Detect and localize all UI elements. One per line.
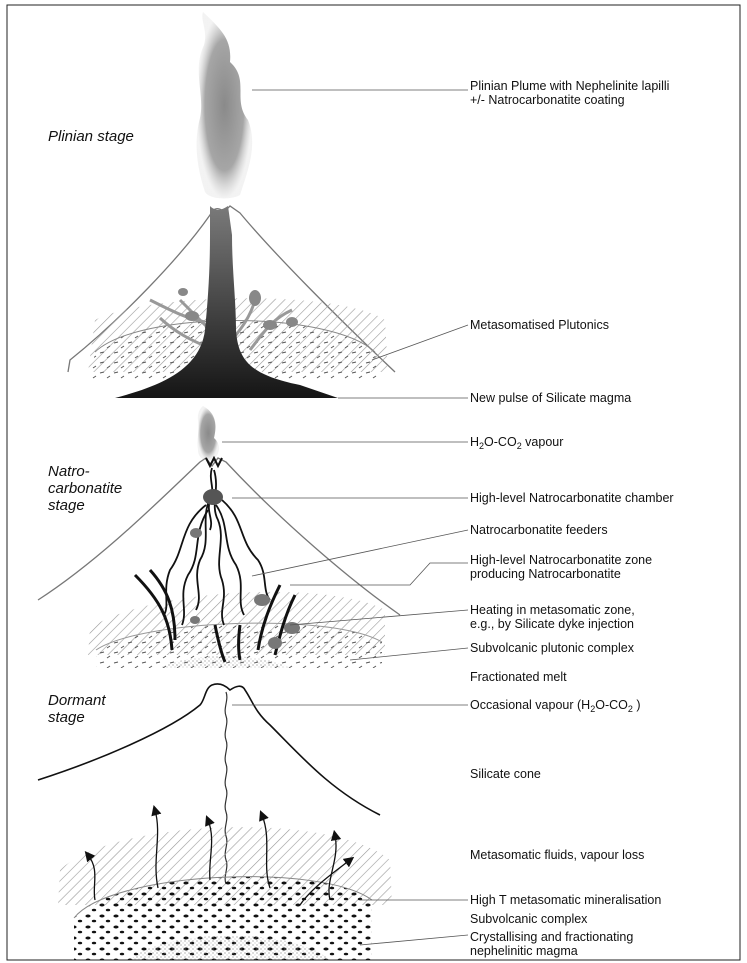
natro-vapour [197,406,219,461]
label-text: Occasional vapour (H [470,698,590,712]
label-metasomatised-plutonics: Metasomatised Plutonics [470,318,609,332]
label-text: O-CO [595,698,628,712]
label-fractionated-melt: Fractionated melt [470,670,567,684]
label-plinian-plume: Plinian Plume with Nephelinite lapilli +… [470,79,669,107]
stage-label-natrocarbonatite: Natro- carbonatite stage [48,463,122,514]
label-subvolcanic-complex: Subvolcanic complex [470,912,587,926]
natro-volcano [38,406,400,668]
label-line: e.g., by Silicate dyke injection [470,617,635,631]
label-subvolcanic-plutonic: Subvolcanic plutonic complex [470,641,634,655]
label-silicate-cone: Silicate cone [470,767,541,781]
label-line: +/- Natrocarbonatite coating [470,93,669,107]
label-text: vapour [522,435,564,449]
label-line: Heating in metasomatic zone, [470,603,635,617]
label-natro-feeders: Natrocarbonatite feeders [470,523,608,537]
stage-label-dormant: Dormant stage [48,692,106,726]
label-line: High-level Natrocarbonatite zone [470,553,652,567]
stage-label-line: Dormant [48,692,106,709]
label-heating: Heating in metasomatic zone, e.g., by Si… [470,603,635,631]
label-metasomatic-fluids: Metasomatic fluids, vapour loss [470,848,644,862]
label-line: producing Natrocarbonatite [470,567,652,581]
plume [197,12,253,198]
label-text: ) [633,698,641,712]
label-natro-chamber: High-level Natrocarbonatite chamber [470,491,674,505]
leader-lines [222,90,468,945]
label-h2o-co2-vapour: H2O-CO2 vapour [470,435,563,453]
stage-label-line: stage [48,709,106,726]
label-high-t-mineralisation: High T metasomatic mineralisation [470,893,661,907]
stage-label-line: stage [48,497,122,514]
plinian-volcano [68,12,395,398]
stage-label-plinian: Plinian stage [48,128,134,145]
label-text: H [470,435,479,449]
label-new-pulse: New pulse of Silicate magma [470,391,631,405]
stage-label-line: Natro- [48,463,122,480]
label-crystallising-magma: Crystallising and fractionating nephelin… [470,930,633,958]
label-natro-zone: High-level Natrocarbonatite zone produci… [470,553,652,581]
label-text: O-CO [484,435,517,449]
label-line: Plinian Plume with Nephelinite lapilli [470,79,669,93]
label-line: Crystallising and fractionating [470,930,633,944]
label-occasional-vapour: Occasional vapour (H2O-CO2 ) [470,698,641,716]
stage-label-line: carbonatite [48,480,122,497]
label-line: nephelinitic magma [470,944,633,958]
